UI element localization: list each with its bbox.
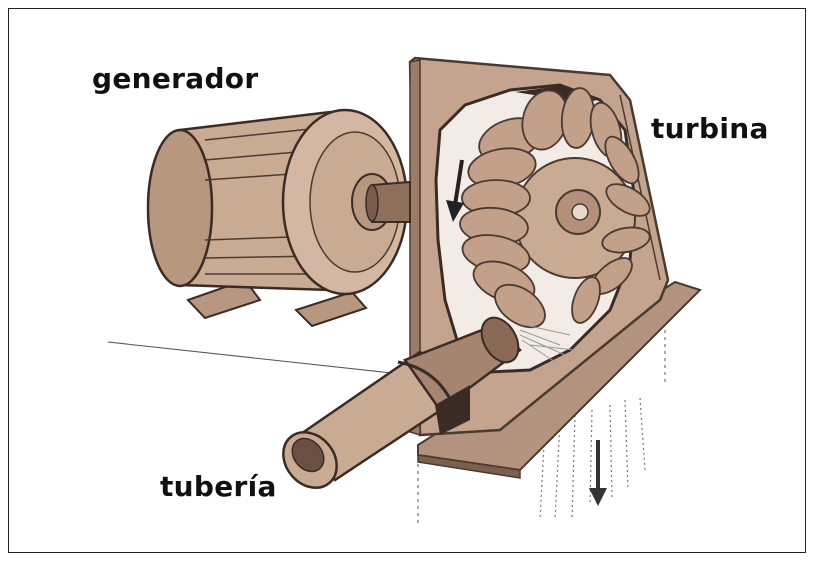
generator [146, 108, 411, 328]
generator-label: generador [92, 62, 259, 95]
turbine-wheel [446, 87, 651, 329]
diagram-frame [8, 8, 806, 553]
water-jet [519, 324, 576, 363]
pipe-label: tubería [160, 470, 277, 503]
turbine-label: turbina [651, 112, 769, 145]
pipe [282, 316, 522, 489]
down-arrow-icon [589, 440, 607, 506]
flow-arrow-icon [446, 159, 464, 222]
